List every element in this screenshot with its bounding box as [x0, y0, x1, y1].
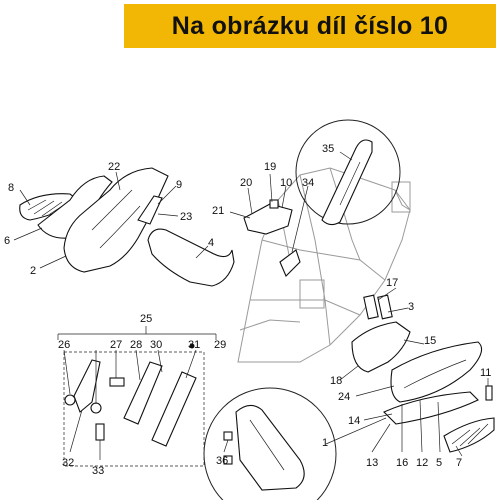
part-17-part-3 — [363, 294, 393, 320]
callout-29: 29 — [214, 339, 226, 351]
callout-27: 27 — [110, 339, 122, 351]
callout-19: 19 — [264, 161, 276, 173]
callout-labels: 8 6 2 22 9 23 4 21 20 19 10 34 35 17 3 1… — [4, 143, 491, 477]
callout-10: 10 — [280, 177, 292, 189]
callout-26: 26 — [58, 339, 70, 351]
detail-circle-35 — [295, 119, 401, 226]
callout-34: 34 — [302, 177, 314, 189]
callout-28: 28 — [130, 339, 142, 351]
callout-15: 15 — [424, 335, 436, 347]
callout-3: 3 — [408, 301, 414, 313]
part-1-floor-panel — [383, 391, 479, 425]
callout-11: 11 — [480, 367, 491, 379]
callout-13: 13 — [366, 457, 378, 469]
callout-24: 24 — [338, 391, 350, 403]
callout-22: 22 — [108, 161, 120, 173]
callout-7: 7 — [456, 457, 462, 469]
callout-17: 17 — [386, 277, 398, 289]
callout-8: 8 — [8, 182, 14, 194]
part-number-banner: Na obrázku díl číslo 10 — [124, 4, 496, 48]
callout-25: 25 — [140, 313, 152, 325]
part-4-inner-panel — [147, 228, 235, 287]
callout-36: 36 — [216, 455, 228, 467]
part-28-strip — [123, 361, 163, 425]
callout-32: 32 — [62, 457, 74, 469]
detail-circle-36 — [203, 387, 337, 500]
part-34-bracket — [279, 249, 301, 277]
callout-4: 4 — [208, 237, 214, 249]
leader-lines — [13, 151, 489, 460]
part-30-strip — [151, 371, 197, 447]
part-11-screw — [485, 385, 493, 401]
callout-23: 23 — [180, 211, 192, 223]
callout-2: 2 — [30, 265, 36, 277]
callout-6: 6 — [4, 235, 10, 247]
part-9-bracket — [137, 195, 163, 225]
callout-30: 30 — [150, 339, 162, 351]
callout-16: 16 — [396, 457, 408, 469]
banner-title: Na obrázku díl číslo 10 — [171, 11, 449, 40]
callout-9: 9 — [176, 179, 182, 191]
callout-35: 35 — [322, 143, 334, 155]
kit-25-group — [57, 326, 217, 467]
callout-21: 21 — [212, 205, 224, 217]
part-7-grille — [443, 417, 495, 453]
part-15-side-cover — [351, 321, 411, 373]
part-5-side-panel — [390, 341, 483, 403]
callout-33: 33 — [92, 465, 104, 477]
callout-12: 12 — [416, 457, 428, 469]
callout-14: 14 — [348, 415, 360, 427]
callout-20: 20 — [240, 177, 252, 189]
callout-18: 18 — [330, 375, 342, 387]
callout-1: 1 — [322, 437, 328, 449]
callout-31: 31 — [188, 339, 200, 351]
part-35-cover — [321, 139, 373, 226]
callout-5: 5 — [436, 457, 442, 469]
part-10-cover — [243, 199, 293, 235]
